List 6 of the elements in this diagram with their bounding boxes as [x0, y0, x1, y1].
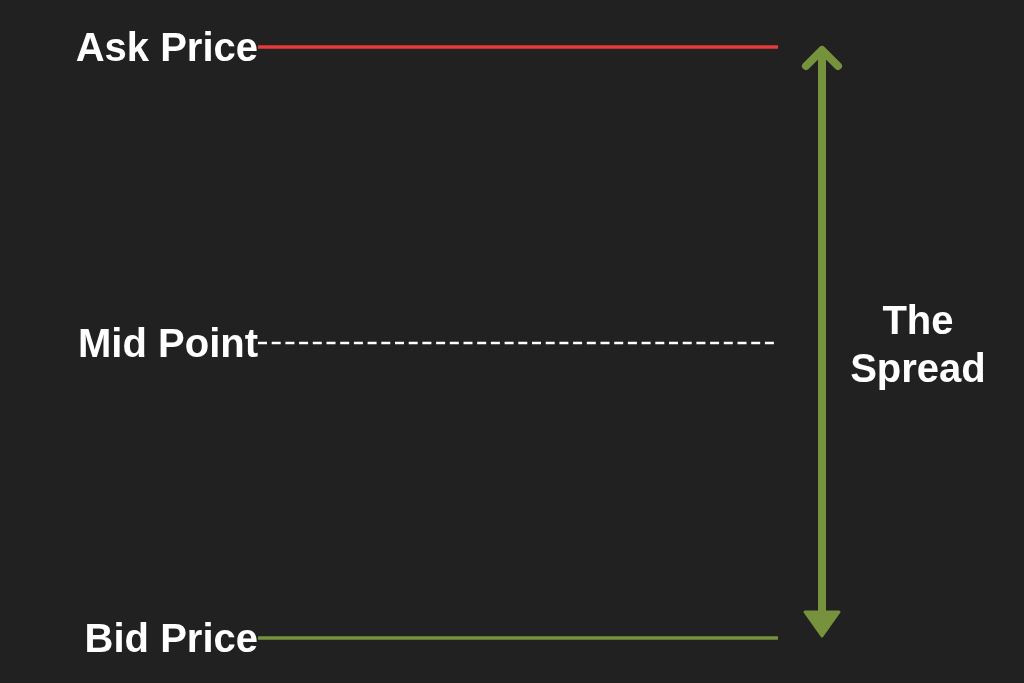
spread-label: The Spread [849, 297, 987, 392]
price-level-label: Bid Price [84, 615, 258, 661]
level-line [258, 45, 778, 49]
price-level-label: Ask Price [75, 24, 258, 70]
price-level-label: Mid Point [78, 320, 258, 366]
level-line [258, 636, 778, 640]
